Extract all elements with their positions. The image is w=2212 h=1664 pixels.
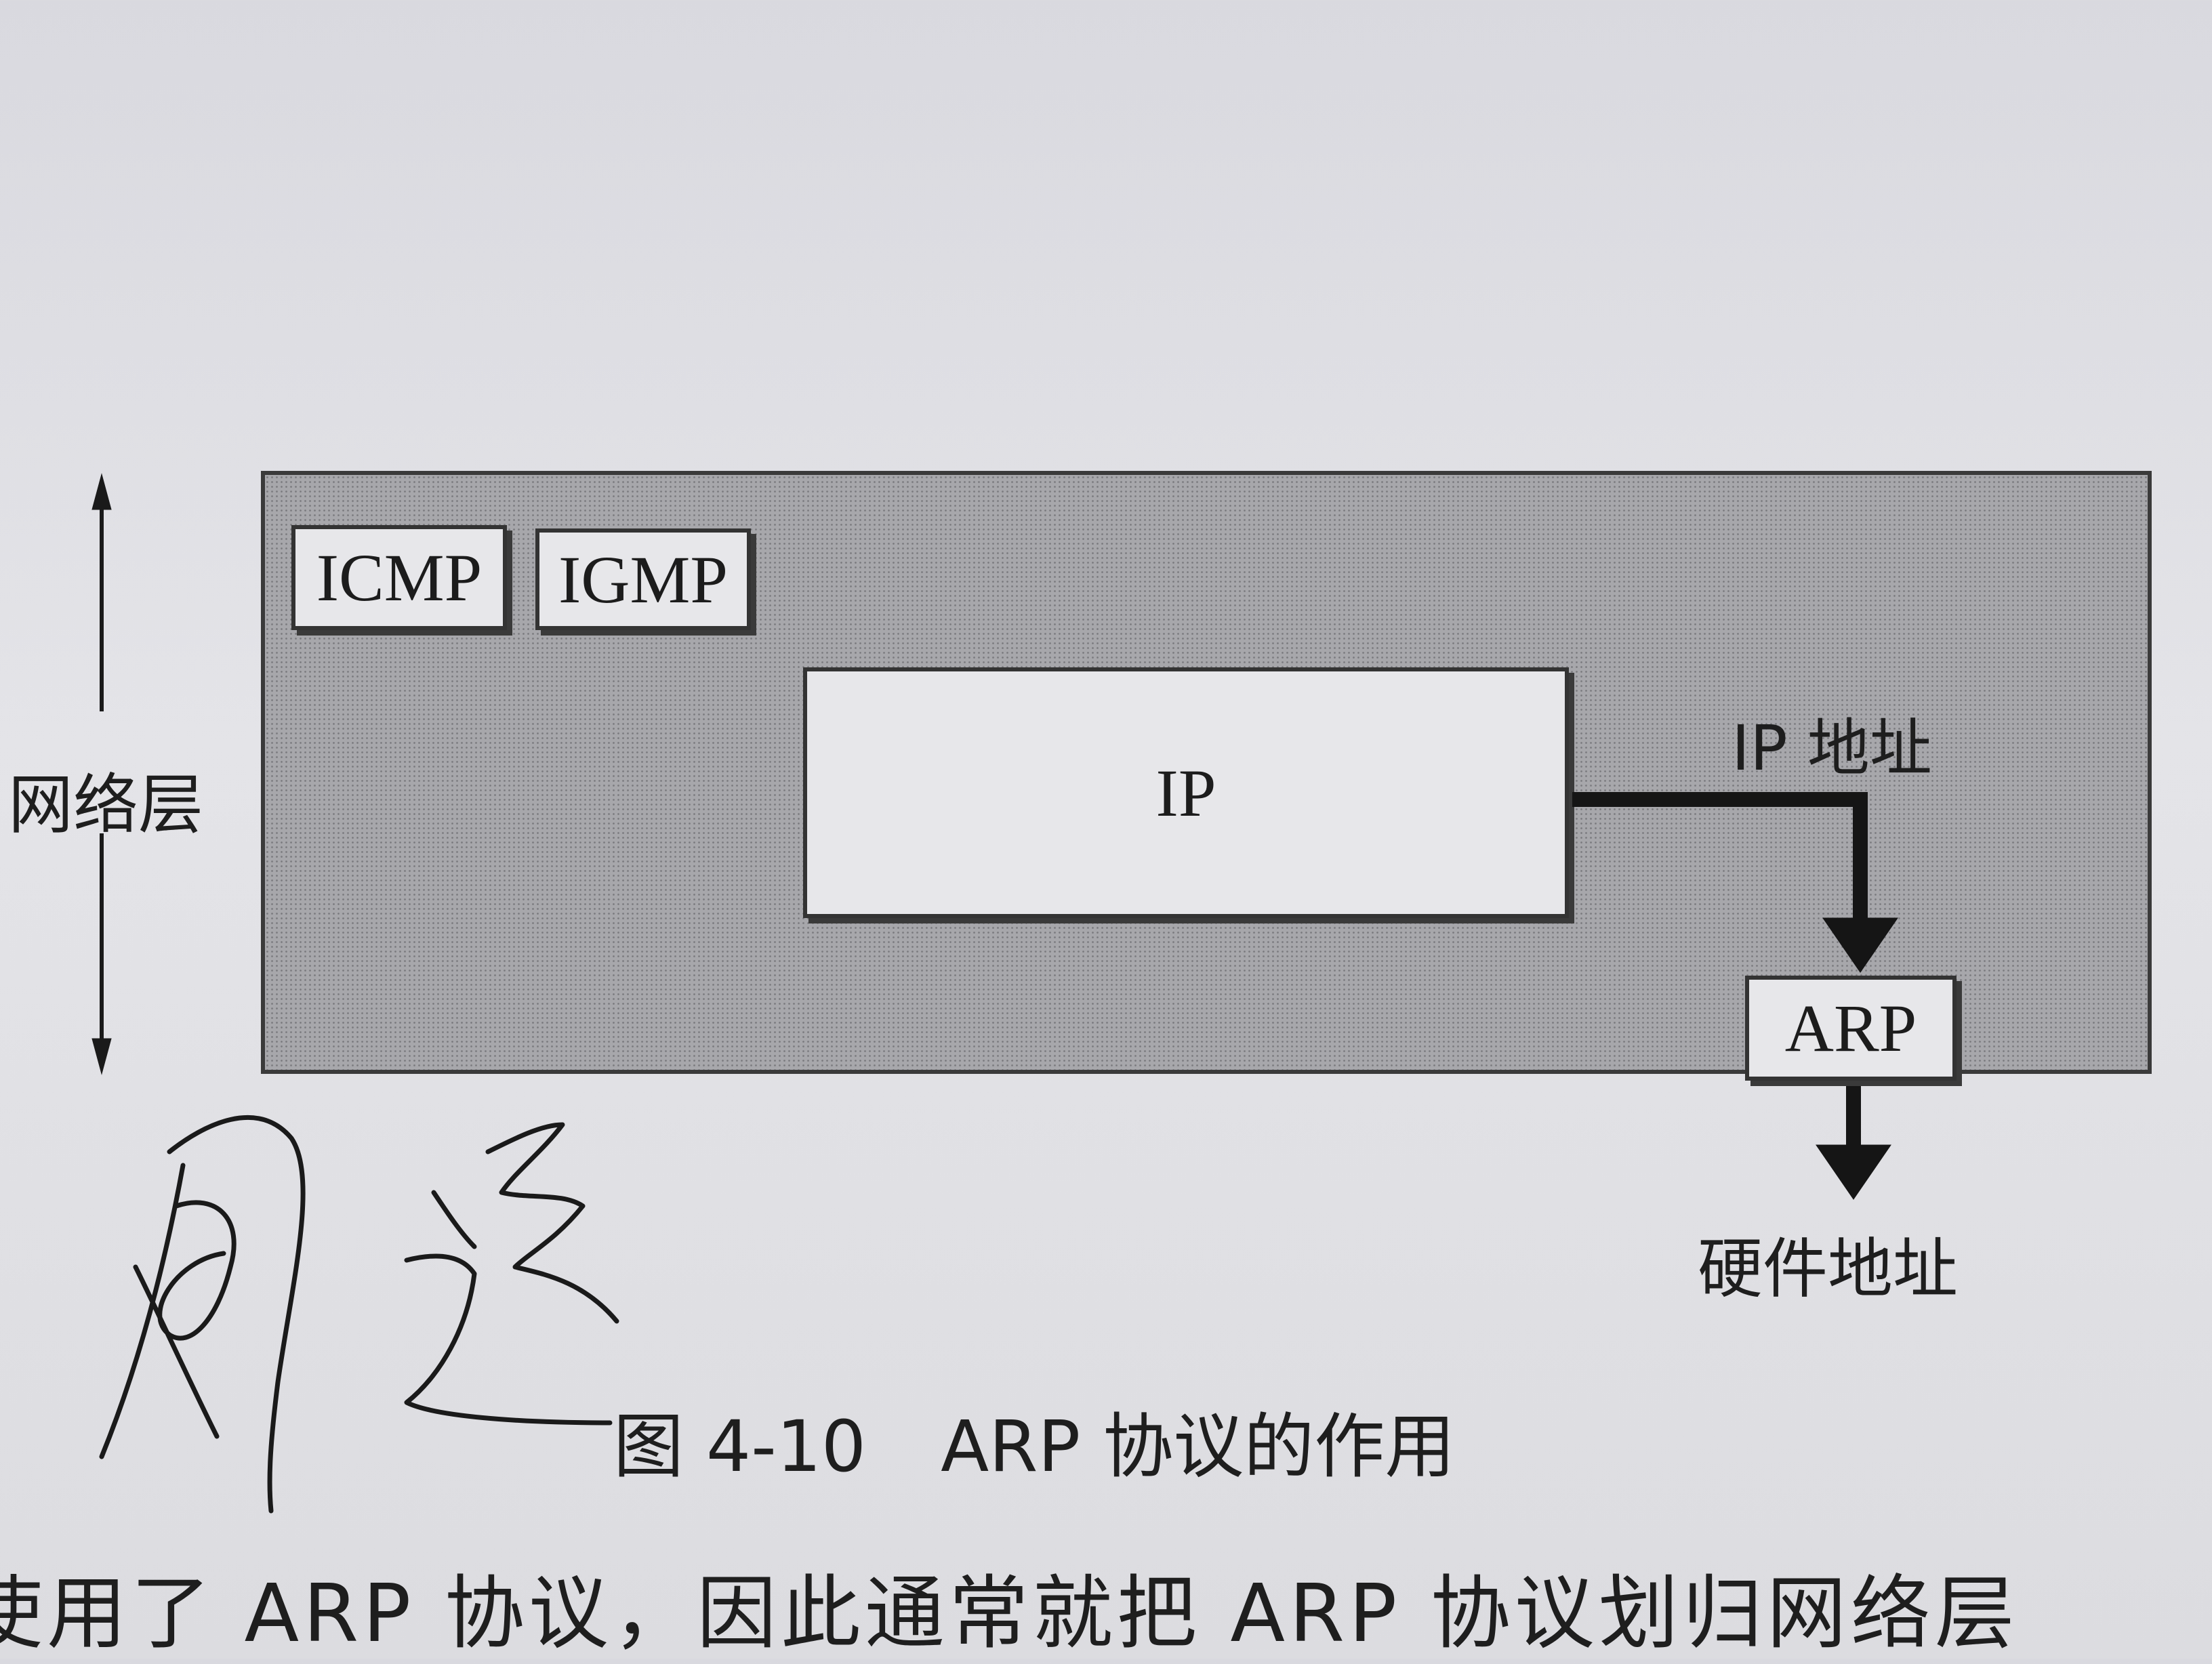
ip-address-label: IP 地址 [1732,712,1932,785]
figure-caption: 图 4-10 ARP 协议的作用 [613,1389,1455,1491]
network-layer-label: 网络层 [8,767,203,843]
hardware-address-label: 硬件地址 [1698,1231,1958,1307]
arp-box: ARP [1745,976,1957,1081]
icmp-box: ICMP [291,525,507,630]
body-text-line: 使用了 ARP 协议，因此通常就把 ARP 协议划归网络层 [0,1566,2019,1660]
ip-to-arp-arrow [1572,792,1898,973]
figure-number: 图 4-10 [613,1405,867,1488]
figure-title: ARP 协议的作用 [941,1405,1456,1488]
arp-to-hardware-arrow [1816,1084,1891,1200]
ip-box: IP [803,667,1569,918]
icmp-label: ICMP [316,540,483,615]
handwritten-signature [99,1115,619,1514]
arp-label: ARP [1784,991,1917,1066]
layer-extent-arrow [91,473,112,1075]
ip-label: IP [1155,755,1216,831]
igmp-box: IGMP [535,528,751,630]
igmp-label: IGMP [558,541,729,617]
